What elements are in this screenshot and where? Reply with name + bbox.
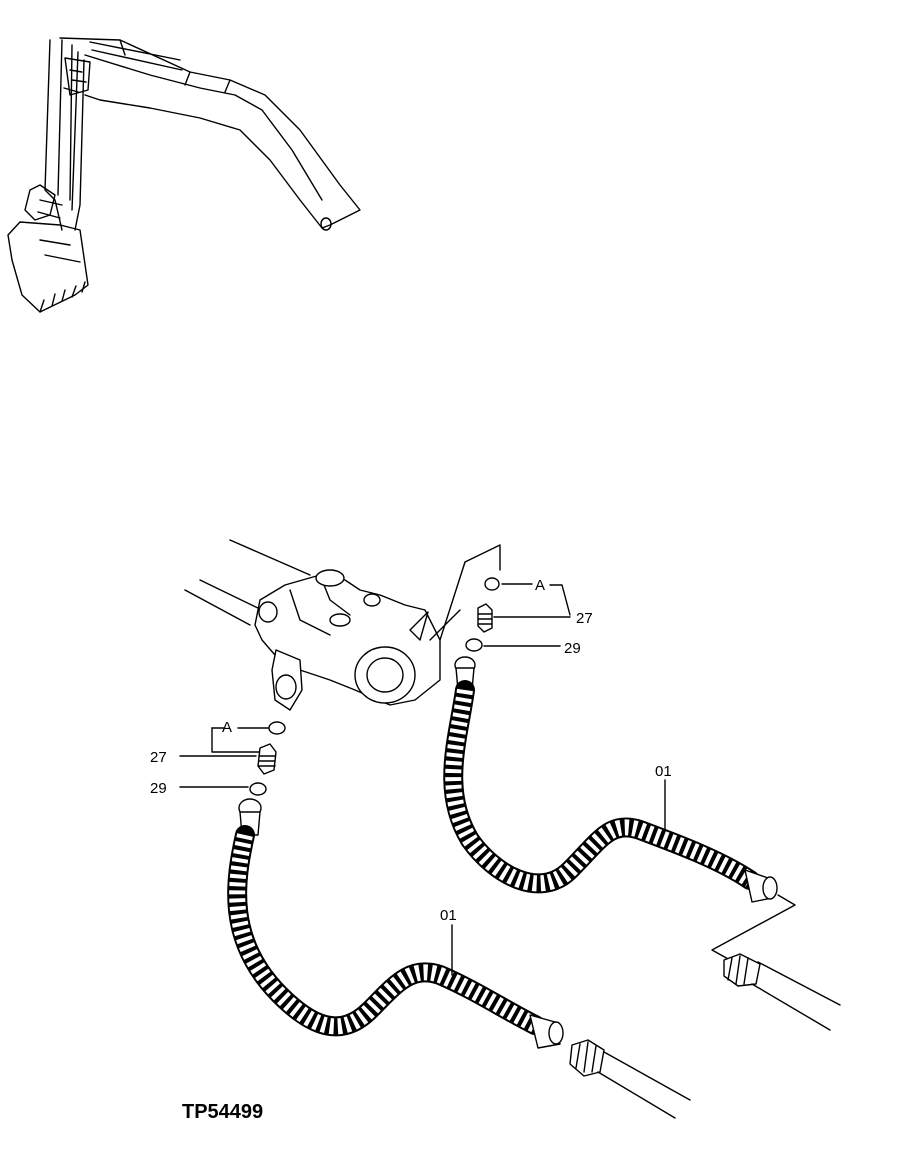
port-oring-right bbox=[484, 577, 500, 591]
drawing-code: TP54499 bbox=[182, 1101, 263, 1123]
excavator-arm-overview bbox=[7, 37, 361, 313]
oring-label-left: 29 bbox=[150, 780, 167, 797]
fitting-label-right: 27 bbox=[576, 610, 593, 627]
hose-01-left: 01 bbox=[227, 798, 691, 1119]
hose-label-right: 01 bbox=[655, 763, 672, 780]
hose-label-left: 01 bbox=[440, 907, 457, 924]
detail-leader-right: A bbox=[439, 544, 571, 641]
fitting-27-right: 27 bbox=[477, 603, 593, 633]
arm-cylinder-housing bbox=[184, 539, 461, 711]
oring-label-right: 29 bbox=[564, 640, 581, 657]
fitting-label-left: 27 bbox=[150, 749, 167, 766]
oring-29-left: 29 bbox=[150, 780, 267, 797]
oring-29-right: 29 bbox=[465, 638, 581, 657]
detail-leader-left: A bbox=[211, 719, 286, 753]
fitting-27-left: 27 bbox=[150, 743, 277, 775]
hose-01-right: 01 bbox=[443, 656, 841, 1031]
port-oring-left bbox=[268, 721, 286, 735]
detail-ref-label-right: A bbox=[535, 577, 545, 594]
detail-ref-label-left: A bbox=[222, 719, 232, 736]
